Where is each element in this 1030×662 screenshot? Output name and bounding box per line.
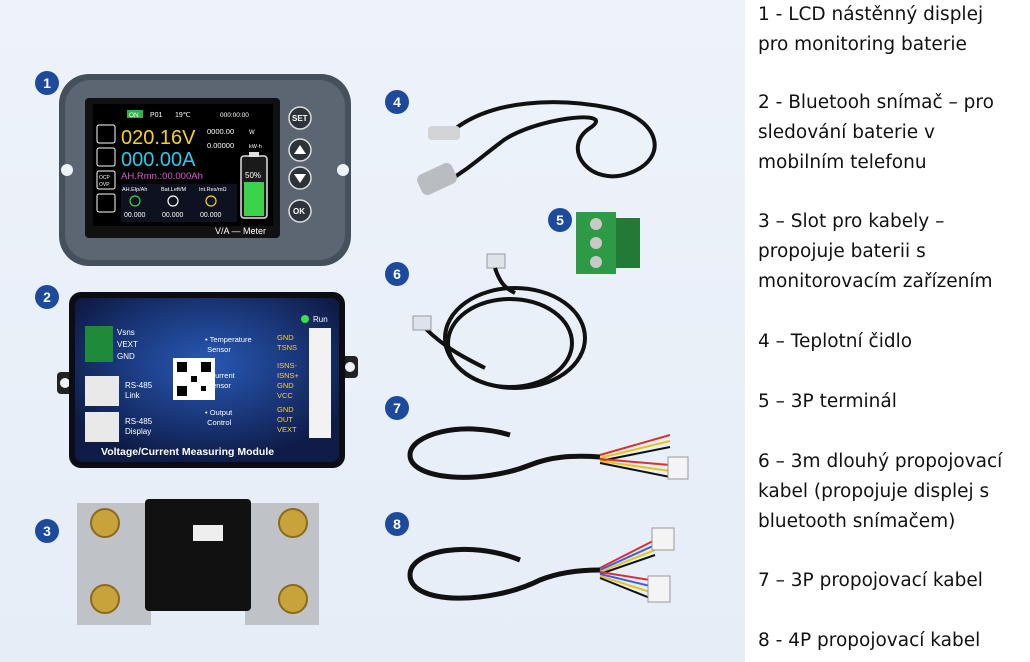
temperature-sensor-label: • Temperature Sensor	[205, 335, 252, 354]
module-title: Voltage/Current Measuring Module	[101, 446, 274, 458]
cable-4p	[407, 527, 675, 603]
legend-item-4: 4 – Teplotní čidlo	[758, 331, 913, 352]
pin-label: OUT	[277, 415, 293, 424]
brand-label: V/A — Meter	[215, 226, 266, 236]
badge-2: 2	[35, 285, 59, 309]
legend-item-8: 8 - 4P propojovací kabel	[758, 630, 981, 651]
rs485-link-port	[85, 376, 119, 406]
res-label: Int.Res/mΩ	[199, 187, 227, 193]
pin-label: VEXT	[277, 425, 297, 434]
cable-3p	[407, 426, 689, 480]
profile-label: P01	[150, 112, 163, 119]
shunt-slot	[77, 499, 319, 625]
res-value: 00.000	[200, 212, 222, 219]
legend-item-5: 5 – 3P terminál	[758, 391, 897, 412]
temperature-probe	[417, 100, 657, 196]
lcd-meter: ON P01 19℃ 000:00:00 OCP OVP 020.16V 000…	[59, 74, 351, 266]
set-button[interactable]	[288, 106, 312, 130]
pin-label: GND	[277, 381, 294, 390]
legend-item-3: 3 – Slot pro kabely –propojuje baterii s…	[758, 211, 993, 292]
run-label: Run	[313, 315, 328, 324]
energy-readout: 0.00000	[207, 141, 234, 150]
temperature-label: 19℃	[175, 112, 191, 119]
current-sensor-label: • Current Sensor	[205, 371, 236, 390]
rs485-display-port	[85, 412, 119, 442]
ocp-label: OCP	[99, 175, 111, 181]
phone-icon	[96, 147, 116, 167]
bat-label: Bat.Left/M	[161, 187, 186, 193]
run-led	[301, 315, 309, 323]
pin-label: GND	[277, 333, 294, 342]
battery-fill	[244, 182, 264, 216]
bat-value: 00.000	[162, 212, 184, 219]
ah-value: 00.000	[124, 212, 146, 219]
badge-3: 3	[35, 519, 59, 543]
gnd-label: GND	[117, 352, 135, 361]
pin-label: GND	[277, 405, 294, 414]
energy-unit: kW·h	[249, 144, 262, 150]
vsns-label: Vsns	[117, 328, 135, 337]
charge-icon	[129, 195, 141, 207]
legend-item-7: 7 – 3P propojovací kabel	[758, 570, 983, 591]
up-arrow-icon	[294, 145, 306, 154]
set-button-label: SET	[292, 114, 308, 123]
clock-icon	[167, 195, 179, 207]
battery-percent: 50%	[245, 171, 261, 180]
voltage-readout: 020.16V	[121, 127, 196, 149]
status-on-label: ON	[129, 112, 139, 119]
power-unit: W	[249, 130, 255, 136]
pin-label: VCC	[277, 391, 293, 400]
badge-5: 5	[548, 208, 572, 232]
down-arrow-icon	[294, 174, 306, 183]
ah-label: AH.Elp/Ah	[122, 187, 147, 193]
time-label: 000:00:00	[220, 112, 249, 119]
pin-label: ISNS-	[277, 361, 298, 370]
product-image-panel: ON P01 19℃ 000:00:00 OCP OVP 020.16V 000…	[0, 0, 745, 662]
ovp-label: OVP	[99, 182, 110, 188]
badge-8: 8	[385, 512, 409, 536]
ok-button[interactable]	[288, 199, 312, 223]
current-readout: 000.00A	[121, 149, 196, 171]
resistance-icon	[205, 195, 217, 207]
lock-icon	[96, 124, 116, 144]
arrows-icon	[96, 193, 116, 213]
ah-remaining-readout: AH.Rmn.:00.000Ah	[121, 171, 203, 182]
pin-header	[309, 328, 331, 438]
badge-4: 4	[385, 90, 409, 114]
ok-button-label: OK	[293, 207, 305, 216]
pin-label: TSNS	[277, 343, 297, 352]
badge-1: 1	[35, 71, 59, 95]
badge-6: 6	[385, 262, 409, 286]
vext-label: VEXT	[117, 340, 138, 349]
pin-label: ISNS+	[277, 371, 300, 380]
terminal-3p	[576, 212, 640, 274]
cable-3m	[412, 253, 587, 390]
power-readout: 0000.00	[207, 127, 234, 136]
badge-7: 7	[385, 396, 409, 420]
output-control-label: • Output Control	[205, 408, 233, 427]
